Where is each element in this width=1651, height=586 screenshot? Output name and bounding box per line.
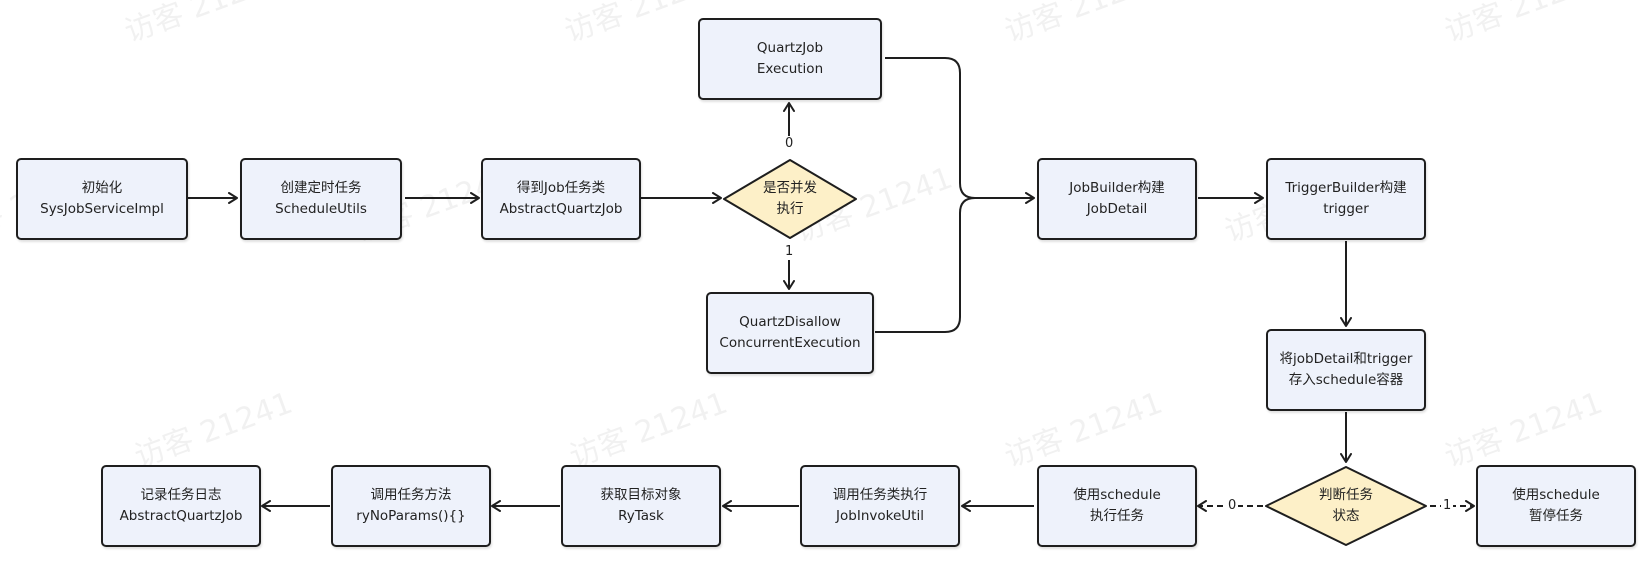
node-job-builder-line1: JobBuilder构建	[1069, 180, 1165, 196]
node-execute-task-line2: 执行任务	[1090, 508, 1144, 524]
node-quartz-job-execution-line1: QuartzJob	[756, 40, 824, 56]
node-pause-task-line1: 使用schedule	[1512, 487, 1600, 503]
node-execute-task: 使用schedule 执行任务	[1037, 465, 1197, 547]
edge-label-disallow: 1	[783, 244, 796, 260]
node-quartz-disallow-line2: ConcurrentExecution	[719, 335, 861, 351]
node-quartz-disallow-line1: QuartzDisallow	[739, 314, 841, 330]
node-task-log-line2: AbstractQuartzJob	[119, 508, 243, 524]
node-execute-task-line1: 使用schedule	[1073, 487, 1161, 503]
node-task-log: 记录任务日志 AbstractQuartzJob	[101, 465, 261, 547]
node-job-builder-line2: JobDetail	[1086, 201, 1148, 217]
node-store-schedule-line1: 将jobDetail和trigger	[1279, 351, 1413, 367]
node-job-builder: JobBuilder构建 JobDetail	[1037, 158, 1197, 240]
decision-task-status-line2: 状态	[1332, 508, 1360, 524]
node-trigger-builder-line2: trigger	[1323, 201, 1369, 217]
decision-task-status-shape	[1265, 466, 1427, 546]
decision-task-status: 判断任务 状态	[1264, 465, 1428, 547]
decision-concurrent-line1: 是否并发	[763, 180, 817, 196]
node-init-line2: SysJobServiceImpl	[40, 201, 164, 217]
node-target-object: 获取目标对象 RyTask	[561, 465, 721, 547]
decision-concurrent-line2: 执行	[776, 201, 804, 217]
node-create-task: 创建定时任务 ScheduleUtils	[240, 158, 402, 240]
node-task-log-line1: 记录任务日志	[140, 487, 222, 503]
node-store-schedule-line2: 存入schedule容器	[1288, 372, 1404, 388]
node-pause-task-line2: 暂停任务	[1529, 508, 1583, 524]
node-invoke-util-line1: 调用任务类执行	[832, 487, 928, 503]
node-init: 初始化 SysJobServiceImpl	[16, 158, 188, 240]
node-target-object-line2: RyTask	[618, 508, 664, 524]
node-quartz-disallow: QuartzDisallow ConcurrentExecution	[706, 292, 874, 374]
node-create-task-line1: 创建定时任务	[280, 180, 362, 196]
decision-concurrent-shape	[723, 159, 857, 239]
node-task-method: 调用任务方法 ryNoParams(){}	[331, 465, 491, 547]
node-get-job-class-line2: AbstractQuartzJob	[499, 201, 623, 217]
edge-label-execute: 0	[1226, 498, 1239, 514]
node-get-job-class: 得到Job任务类 AbstractQuartzJob	[481, 158, 641, 240]
node-quartz-job-execution: QuartzJob Execution	[698, 18, 882, 100]
node-trigger-builder-line1: TriggerBuilder构建	[1285, 180, 1407, 196]
node-init-line1: 初始化	[81, 180, 123, 196]
node-trigger-builder: TriggerBuilder构建 trigger	[1266, 158, 1426, 240]
node-create-task-line2: ScheduleUtils	[275, 201, 367, 217]
node-task-method-line2: ryNoParams(){}	[356, 508, 466, 524]
node-quartz-job-execution-line2: Execution	[756, 61, 824, 77]
decision-concurrent: 是否并发 执行	[722, 158, 858, 240]
decision-task-status-line1: 判断任务	[1319, 487, 1373, 503]
node-pause-task: 使用schedule 暂停任务	[1476, 465, 1636, 547]
node-target-object-line1: 获取目标对象	[600, 487, 682, 503]
node-invoke-util-line2: JobInvokeUtil	[836, 508, 924, 524]
node-store-schedule: 将jobDetail和trigger 存入schedule容器	[1266, 329, 1426, 411]
brace-merge	[875, 57, 976, 333]
node-task-method-line1: 调用任务方法	[370, 487, 452, 503]
node-get-job-class-line1: 得到Job任务类	[516, 180, 606, 196]
edge-label-pause: 1	[1441, 498, 1454, 514]
node-invoke-util: 调用任务类执行 JobInvokeUtil	[800, 465, 960, 547]
edge-label-exec: 0	[783, 136, 796, 152]
